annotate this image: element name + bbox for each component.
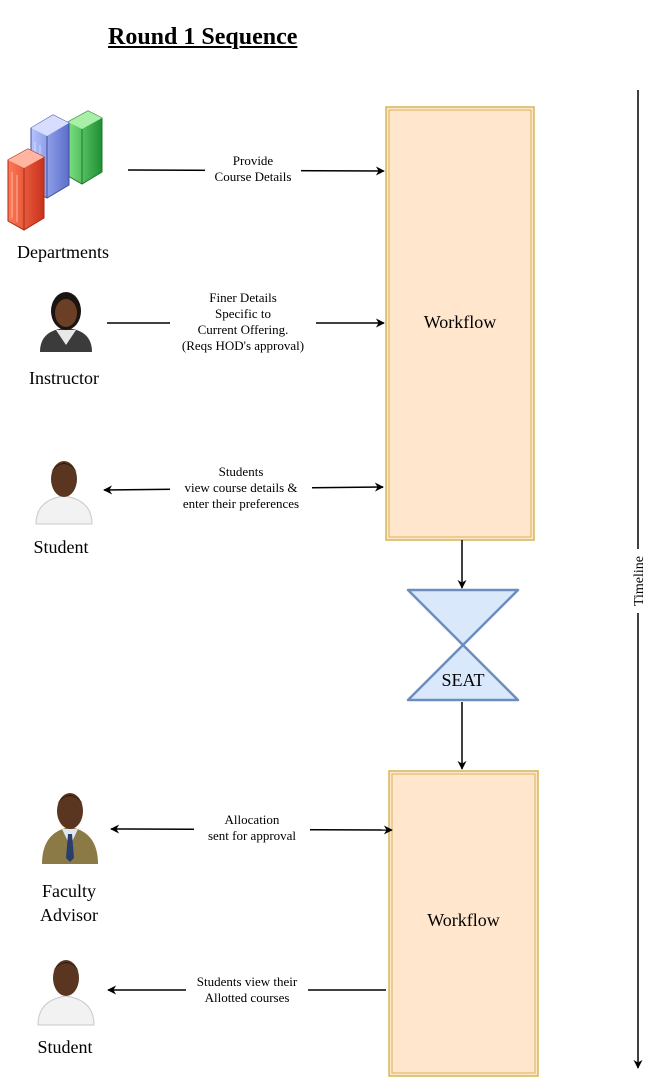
- edge-text-line: Allocation: [224, 812, 280, 827]
- workflow-box-1-inner-border: [388, 109, 532, 538]
- buildings-icon: [7, 110, 103, 231]
- edge-text-line: sent for approval: [207, 828, 297, 843]
- edge-label-finer-details: Finer Details Specific to Current Offeri…: [170, 290, 316, 354]
- edge-text-line: enter their preferences: [182, 496, 300, 511]
- edge-text-line: Provide: [232, 153, 274, 168]
- page-title: Round 1 Sequence: [108, 24, 298, 50]
- workflow-box-2-inner-border: [391, 773, 536, 1074]
- actor-label-departments: Departments: [17, 242, 109, 262]
- workflow-label-2: Workflow: [427, 910, 500, 930]
- male-professional-icon: [42, 793, 98, 864]
- actor-label-faculty-advisor: Faculty Advisor: [8, 879, 130, 927]
- student-person-icon: [37, 960, 95, 1026]
- seat-hourglass-shape: [406, 588, 520, 702]
- edge-text-line: Students: [218, 464, 264, 479]
- actor-label-instructor: Instructor: [29, 368, 99, 388]
- edge-text-line: Course Details: [214, 169, 292, 184]
- edge-text-line: view course details &: [184, 480, 298, 495]
- actor-label-faculty-advisor-line2: Advisor: [40, 905, 98, 925]
- edge-text-line: Allotted courses: [204, 990, 290, 1005]
- edge-text-line: Specific to: [215, 306, 271, 321]
- actor-label-student-1: Student: [33, 537, 89, 557]
- edge-text-line: Current Offering.: [197, 322, 289, 337]
- actor-label-student-2: Student: [37, 1037, 93, 1057]
- edge-text-line: (Reqs HOD's approval): [181, 338, 305, 353]
- edge-label-provide-course-details: Provide Course Details: [205, 153, 301, 185]
- workflow-box-1: [385, 106, 535, 541]
- building-red: [7, 148, 45, 231]
- edge-text-line: Finer Details: [209, 290, 277, 305]
- seat-label: SEAT: [441, 670, 485, 690]
- workflow-label-1: Workflow: [423, 312, 497, 332]
- workflow-box-2: [388, 770, 539, 1077]
- edge-label-allocation: Allocation sent for approval: [194, 812, 310, 844]
- female-person-icon: [40, 292, 92, 352]
- edge-text-line: Students view their: [196, 974, 298, 989]
- timeline-label: Timeline: [631, 549, 649, 613]
- building-green: [67, 110, 103, 185]
- edge-label-allotted-courses: Students view their Allotted courses: [186, 974, 308, 1006]
- edge-label-student-preferences: Students view course details & enter the…: [170, 464, 312, 512]
- actor-label-faculty-advisor-line1: Faculty: [42, 881, 96, 901]
- student-person-icon: [35, 461, 93, 525]
